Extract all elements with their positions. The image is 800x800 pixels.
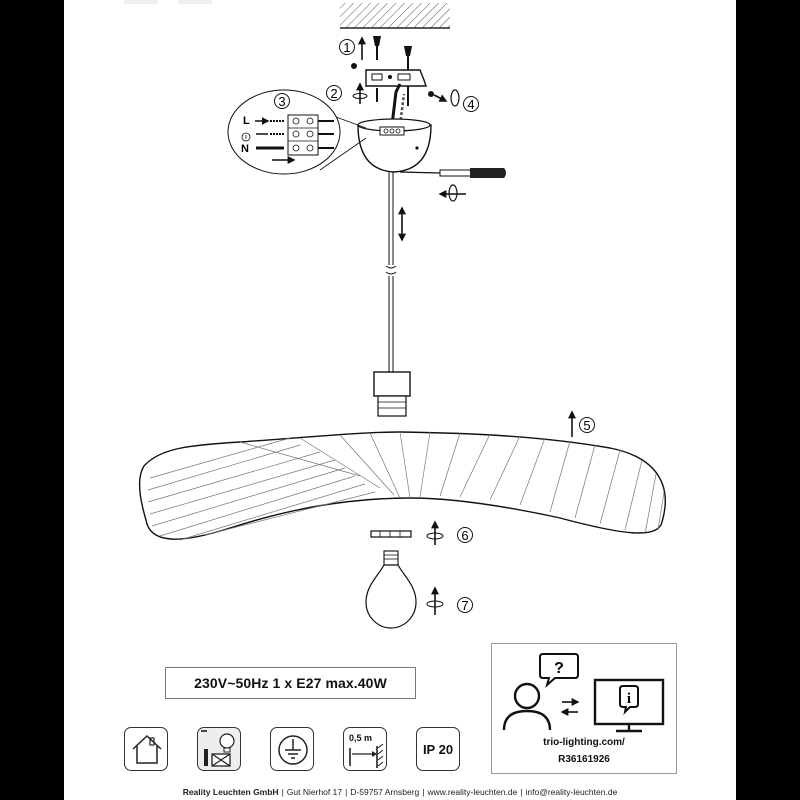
svg-text:7: 7: [461, 598, 468, 613]
company-footer: Reality Leuchten GmbH|Gut Nierhof 17|D-5…: [182, 787, 618, 797]
no-bulb-icon: [201, 730, 235, 767]
step-7-label: 7: [457, 597, 473, 613]
lamp-shade: [138, 410, 666, 541]
support-url[interactable]: trio-lighting.com/: [543, 737, 625, 748]
info-monitor-icon: i: [593, 678, 665, 733]
svg-text:i: i: [627, 691, 631, 707]
shade-ring: [370, 520, 444, 545]
electrical-spec-text: 230V~50Hz 1 x E27 max.40W: [194, 675, 387, 691]
indoor-use-symbol: [124, 727, 168, 771]
svg-text:5: 5: [583, 418, 590, 433]
ceiling-canopy: [357, 118, 432, 173]
step-6-label: 6: [457, 527, 473, 543]
question-bubble-icon: ?: [539, 653, 579, 688]
exchange-arrows-icon: [560, 698, 580, 716]
svg-text:6: 6: [461, 528, 468, 543]
protective-earth-icon: [278, 735, 308, 765]
protective-earth-symbol: [270, 727, 314, 771]
ip-rating-label: IP 20: [422, 741, 454, 757]
instruction-sheet: 1 2 4: [64, 0, 736, 800]
svg-text:?: ?: [554, 660, 564, 677]
svg-text:4: 4: [467, 97, 474, 112]
step-1-label: 1: [339, 39, 355, 55]
ip-rating-symbol: IP 20: [416, 727, 460, 771]
lamp-socket: [373, 371, 411, 417]
light-bulb: [365, 550, 444, 629]
assembly-diagram: 1 2 4: [124, 0, 666, 629]
wiring-detail: 3 L N: [227, 89, 367, 175]
distance-arrows-icon: [349, 743, 384, 768]
svg-text:2: 2: [330, 86, 337, 101]
minimum-distance-symbol: 0,5 m: [343, 727, 387, 771]
company-email[interactable]: info@reality-leuchten.de: [525, 787, 618, 797]
house-indoor-icon: [132, 734, 162, 764]
company-address: Gut Nierhof 17: [286, 787, 343, 797]
svg-text:L: L: [243, 115, 250, 127]
svg-text:N: N: [241, 143, 249, 155]
no-bulb-symbol: [197, 727, 241, 771]
svg-text:3: 3: [278, 94, 285, 109]
company-website[interactable]: www.reality-leuchten.de: [427, 787, 518, 797]
svg-text:1: 1: [343, 40, 350, 55]
distance-label: 0,5 m: [349, 733, 373, 743]
company-city: D-59757 Arnsberg: [350, 787, 420, 797]
step-4-label: 4: [450, 89, 479, 112]
pendant-cable: [385, 172, 406, 372]
company-name: Reality Leuchten GmbH: [182, 787, 279, 797]
dowel-screws: [358, 36, 412, 72]
support-illustration: ? i: [502, 653, 665, 733]
screwdriver: [399, 168, 506, 202]
support-panel: ? i trio-lighting.c: [491, 643, 677, 774]
product-code: R36161926: [558, 754, 610, 765]
electrical-spec: 230V~50Hz 1 x E27 max.40W: [165, 667, 416, 699]
person-icon: [502, 682, 552, 731]
mounting-bracket: [351, 63, 448, 106]
step-2-label: 2: [326, 82, 368, 104]
ceiling: [340, 3, 450, 29]
step-5-label: 5: [579, 417, 595, 433]
